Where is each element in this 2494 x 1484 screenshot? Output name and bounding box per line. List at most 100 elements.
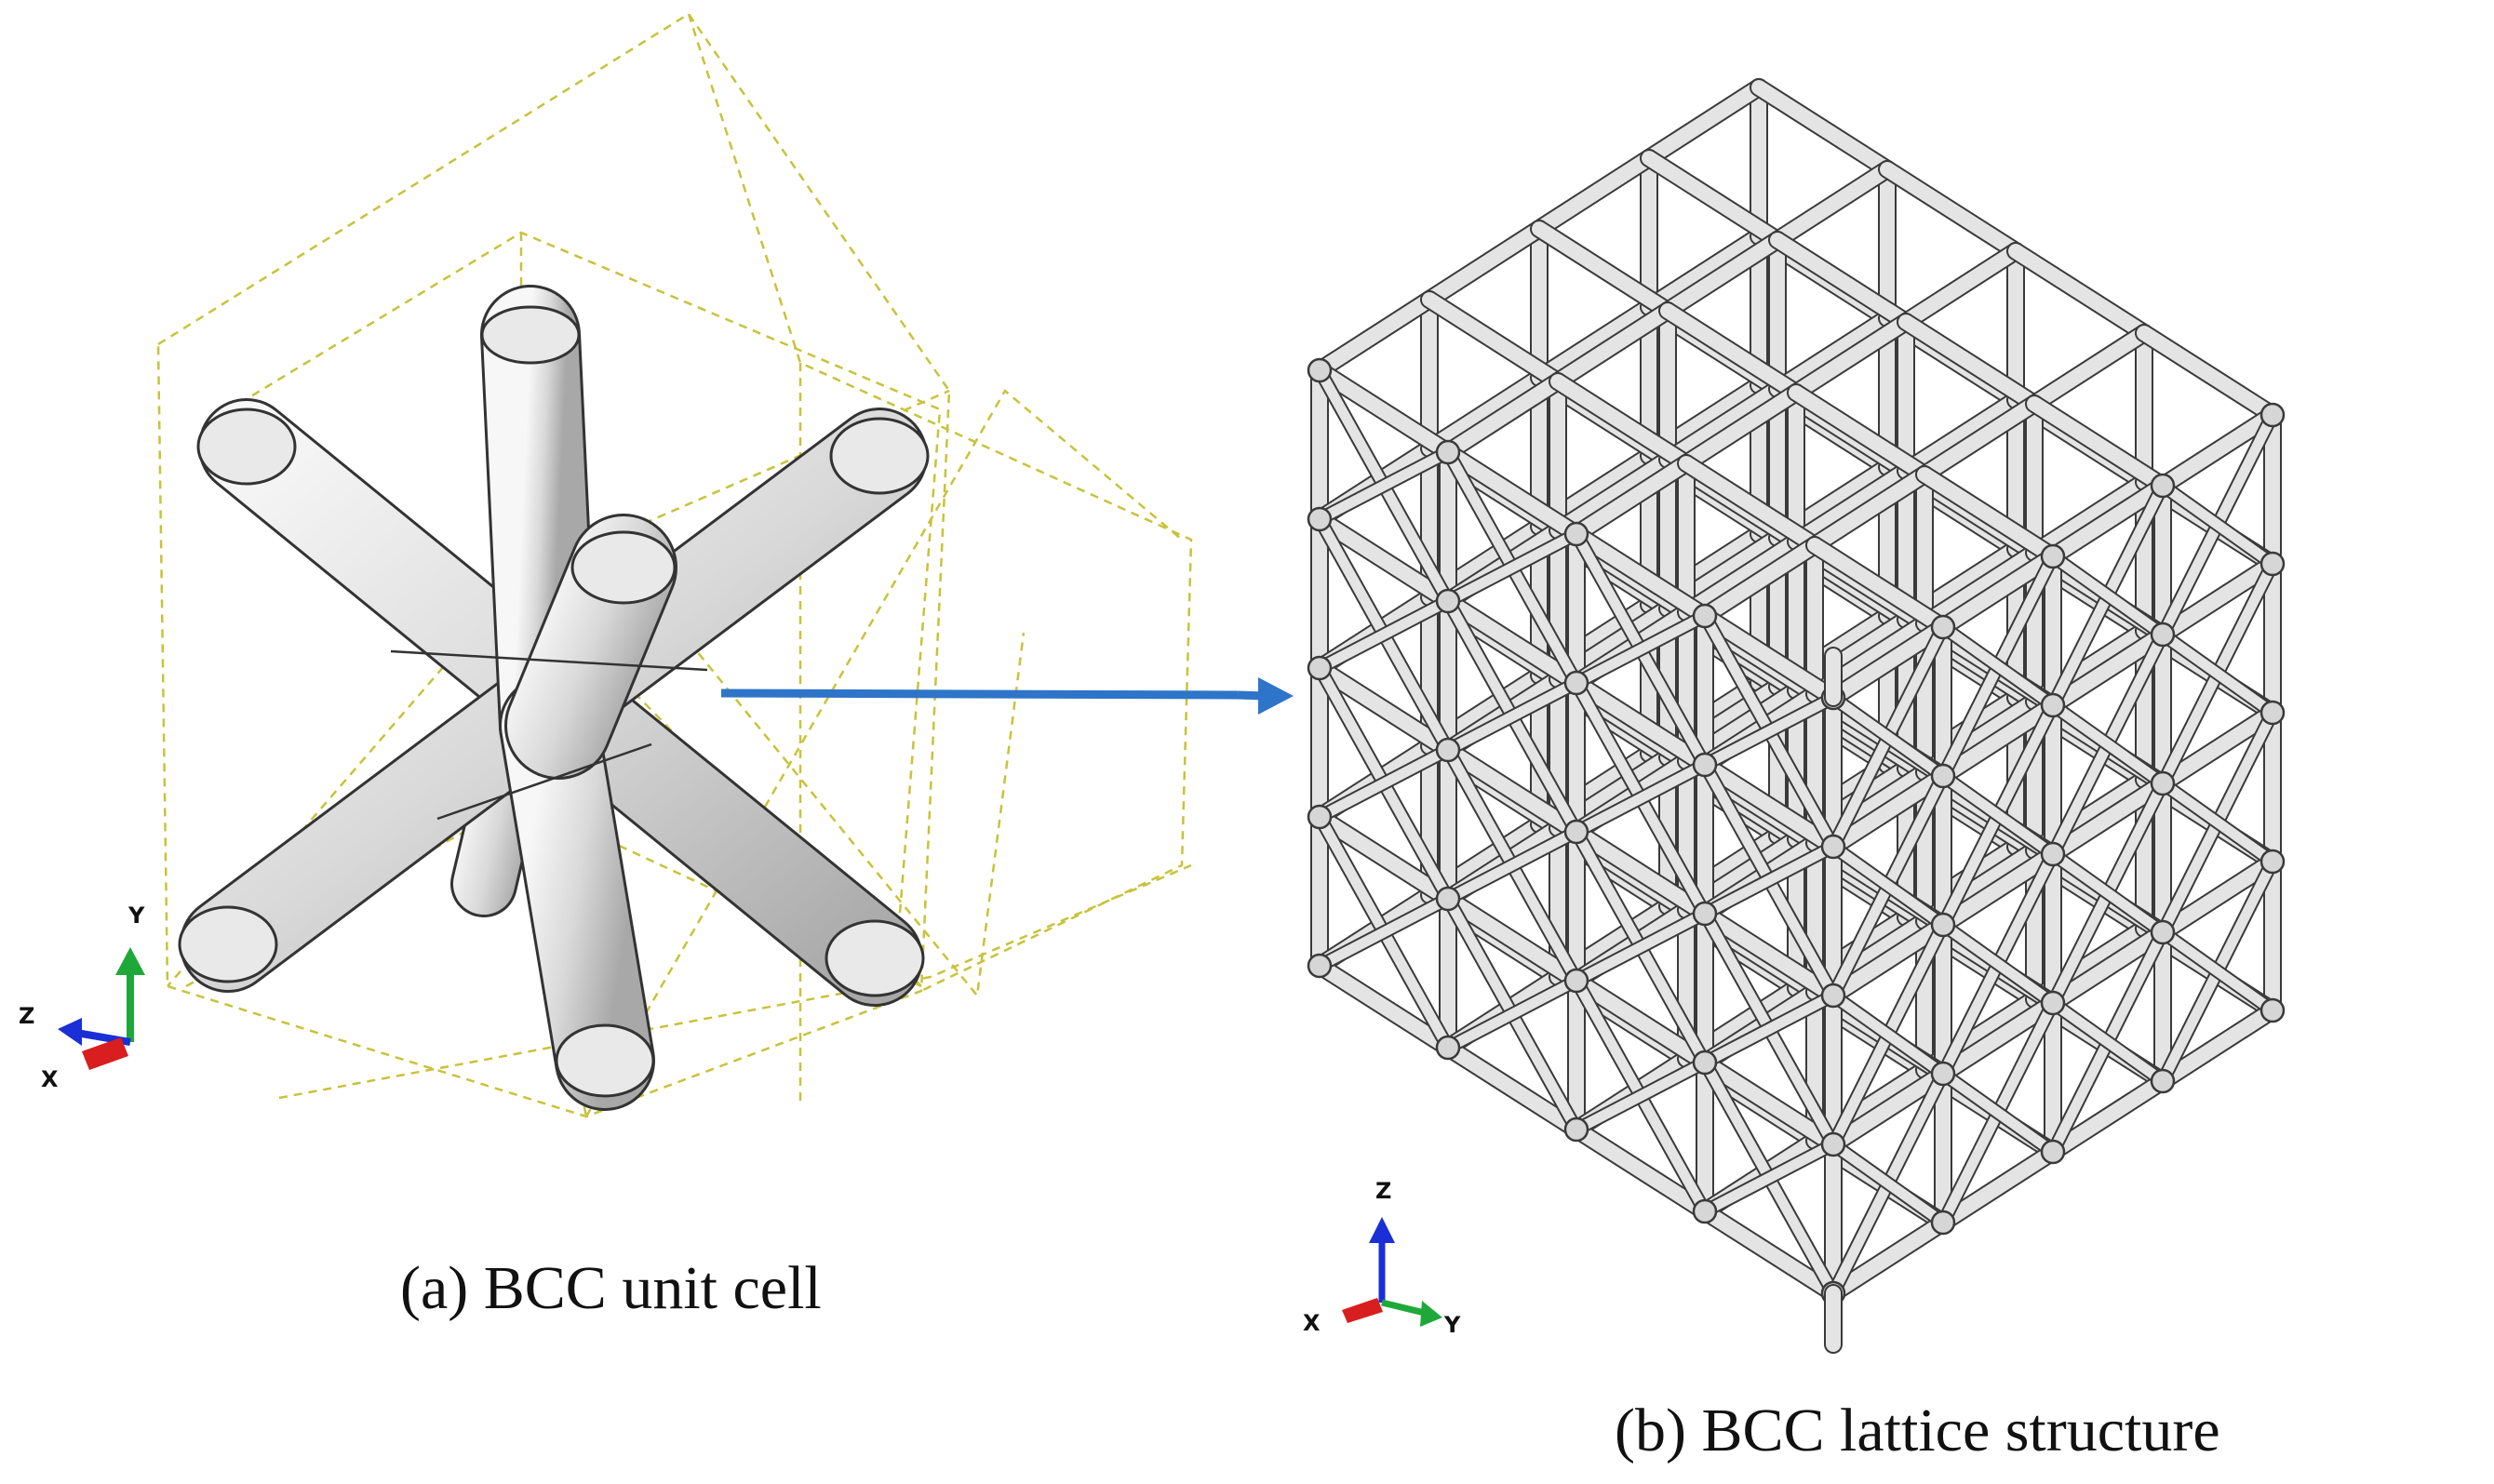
lattice-node [1930,1061,1956,1087]
lattice-strut-fill [2045,925,2170,1010]
lattice-strut-fill [1312,363,1455,460]
lattice-node [1820,1131,1846,1157]
lattice-strut-fill [1699,841,1839,919]
lattice-strut-fill [1898,314,2042,411]
lattice-strut-fill [1314,447,1454,525]
lattice-strut-fill [1571,610,1710,689]
lattice-strut-fill [1571,759,1710,837]
lattice-strut-fill [1789,385,1932,482]
lattice-node [2040,841,2066,867]
lattice-strut-fill [1789,314,1913,400]
lattice-strut-fill [1569,456,1694,541]
lattice-node [1820,983,1846,1009]
y-axis-arrow-icon [115,947,145,975]
lattice-strut-fill [2008,244,2152,341]
lattice-strut-fill [1898,393,2023,478]
lattice-strut-fill [1751,80,1895,177]
lattice-node [1692,603,1718,629]
lattice-strut-fill [1532,300,1656,385]
lattice-strut-fill [1441,891,1584,988]
lattice-strut-fill [1697,608,1841,705]
lattice-strut-fill [1442,677,1582,755]
lattice-strut-fill [1828,990,1949,1079]
lattice-node [2259,849,2286,875]
lattice-strut-fill [1569,675,1712,772]
lattice-node [2150,1068,2176,1094]
lattice-strut-fill [1880,162,2023,259]
lattice-strut-fill [2155,705,2280,791]
lattice-strut-fill [1917,396,2042,482]
lattice-strut-fill [1828,692,1949,782]
bcc-struts [178,285,930,1111]
lattice-strut-fill [2137,326,2280,422]
lattice-strut-fill [1770,233,1913,329]
lattice-strut-fill [1938,770,2058,860]
unit-cell-panel: Y Z X (a) BCC unit cell [0,0,1238,1358]
lattice-strut-fill [2047,849,2168,938]
lattice-node [2150,473,2176,499]
lattice-node [1820,834,1846,860]
lattice-node [2150,919,2176,945]
strut-cap [480,305,581,365]
lattice-strut-fill [1660,303,1803,400]
lattice-node [1307,655,1333,681]
lattice-strut-fill [2045,776,2170,862]
lattice-strut-fill [1642,151,1785,247]
lattice-node [1307,953,1333,979]
lattice-strut-fill [1312,292,1437,378]
lattice-strut-fill [1642,80,1766,166]
lattice-node [1930,614,1956,640]
lattice-node [1692,1049,1718,1076]
lattice-strut-fill [1699,692,1839,770]
lattice-strut-fill [1571,1057,1710,1135]
lattice-node [1563,670,1589,696]
lattice-strut-fill [1569,824,1712,921]
strut-cap [555,1023,655,1098]
lattice-strut-fill [1828,841,1949,930]
lattice-strut-fill [1936,996,2060,1081]
lattice-strut-fill [1699,990,1839,1068]
lattice-strut-fill [2155,854,2280,940]
lattice-strut-fill [1442,975,1582,1053]
lattice-node [2259,700,2286,726]
lattice-node [1307,506,1333,532]
lattice-strut-fill [2157,629,2278,718]
z-axis-arrow-icon [1369,1217,1395,1243]
lattice-strut-fill [1441,374,1565,460]
lattice-node [1435,737,1461,763]
lattice-node [2040,990,2066,1016]
lattice-strut-fill [1898,244,2023,329]
lattice-node [1930,1210,1956,1236]
strut-cap [829,417,930,495]
lattice-node [1692,1198,1718,1224]
lattice-strut-fill [2045,478,2170,564]
axis-label-z: Z [1375,1178,1391,1204]
z-axis-arrow-icon [58,1018,82,1046]
lattice-strut-fill [2155,1003,2280,1089]
lattice-strut-fill [1770,311,1895,396]
lattice-strut-fill [1314,595,1454,674]
lattice-strut-fill [2045,1074,2170,1159]
lattice-strut-fill [2027,396,2170,493]
lattice-strut-fill [1550,452,1675,538]
lattice-node [1563,521,1589,547]
lattice-strut-fill [1660,233,1785,318]
lattice-strut-fill [1569,1122,1712,1219]
lattice-strut-fill [1938,622,2058,711]
lattice-strut-fill [1826,769,1951,854]
lattice-strut-fill [1938,1068,2058,1157]
strut-cap [570,530,677,605]
lattice-strut-fill [1314,893,1454,971]
transition-arrow-shaft [720,689,1238,700]
lattice-node [2259,997,2286,1023]
lattice-strut-fill [1917,545,2042,631]
lattice-strut-fill [2047,997,2168,1087]
axis-label-x: X [1303,1310,1321,1336]
strut-cap [825,919,925,997]
lattice-strut-fill [1936,847,2060,932]
lattice-strut-fill [1936,549,2060,635]
lattice-strut-fill [2157,778,2278,867]
strut-cap [178,905,278,983]
lattice-strut-fill [1936,698,2060,783]
lattice-strut-fill [1826,1066,1951,1152]
